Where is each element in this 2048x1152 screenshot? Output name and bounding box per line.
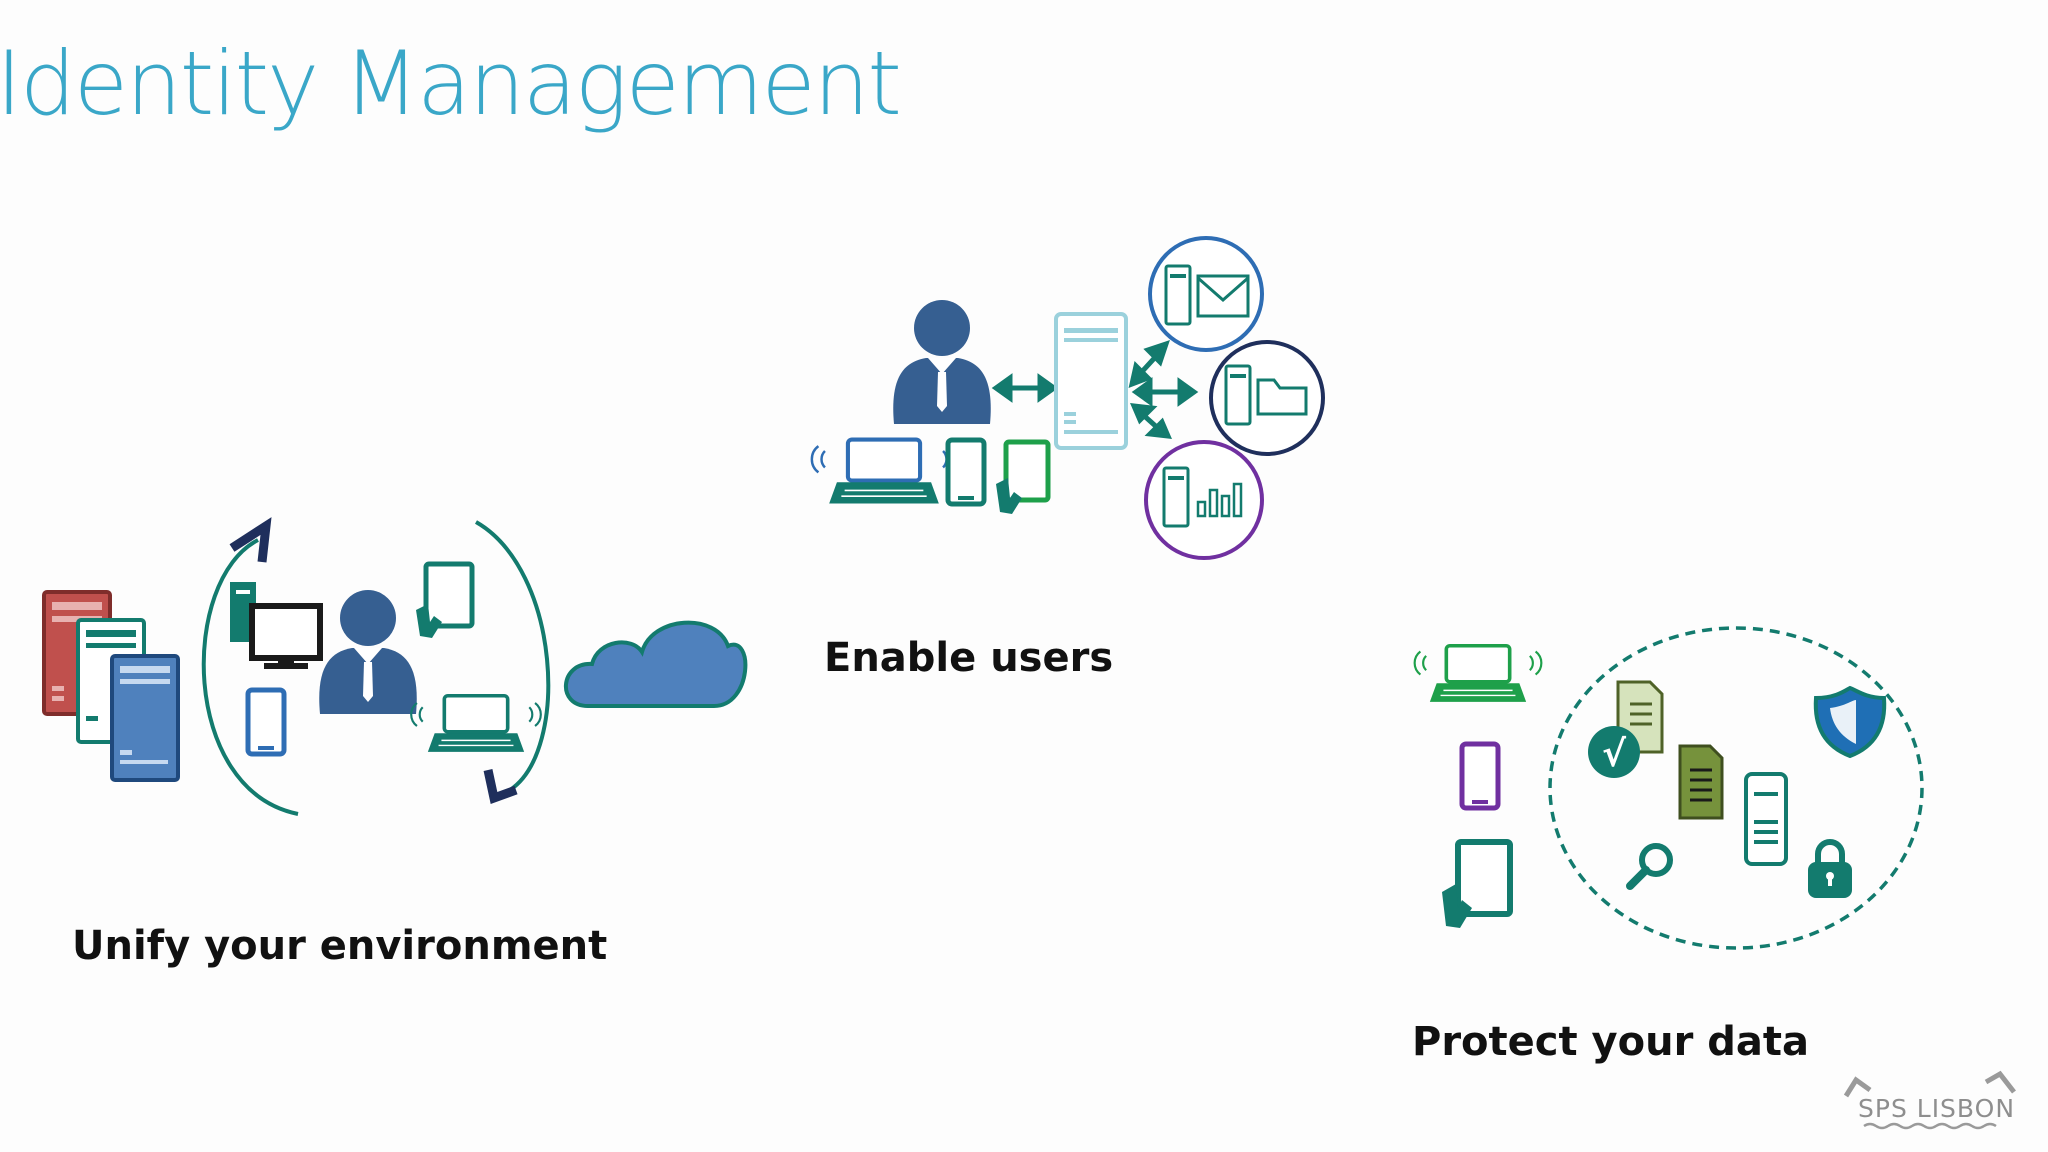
mail-icon	[1148, 236, 1264, 352]
desktop-icon	[230, 582, 323, 669]
server-icon	[1744, 772, 1788, 866]
protect-data-illustration: √	[1413, 626, 1924, 950]
document-icon	[1678, 744, 1724, 820]
chart-icon	[1144, 440, 1264, 560]
laptop-icon	[1413, 643, 1543, 703]
bidirectional-arrow-icon	[991, 373, 1059, 403]
magnifier-icon	[1626, 843, 1673, 890]
server-icon	[110, 654, 180, 782]
laptop-icon	[410, 693, 542, 753]
slide-title: Identity Management	[0, 32, 902, 135]
checkmark-icon: √	[1588, 726, 1640, 778]
sps-lisbon-logo-text: SPS LISBON	[1858, 1094, 2016, 1123]
tablet-icon	[996, 439, 1051, 514]
lock-icon	[1808, 839, 1852, 898]
folder-icon	[1209, 340, 1325, 456]
caption-unify: Unify your environment	[72, 923, 608, 969]
phone-icon	[1459, 741, 1501, 811]
tablet-icon	[416, 561, 475, 638]
person-icon	[319, 590, 417, 714]
person-icon	[893, 300, 991, 424]
connector-arrows	[1128, 340, 1199, 439]
phone-icon	[245, 687, 287, 757]
unify-illustration	[42, 517, 748, 816]
tablet-icon	[1442, 839, 1513, 928]
phone-icon	[945, 437, 987, 507]
enable-users-illustration	[810, 236, 1325, 560]
caption-enable-users: Enable users	[824, 635, 1114, 681]
laptop-icon	[810, 437, 958, 504]
svg-text:√: √	[1602, 734, 1627, 775]
cloud-icon	[563, 620, 748, 708]
caption-protect: Protect your data	[1412, 1019, 1809, 1065]
server-icon	[1054, 312, 1128, 450]
sps-lisbon-logo	[1843, 1070, 2016, 1130]
